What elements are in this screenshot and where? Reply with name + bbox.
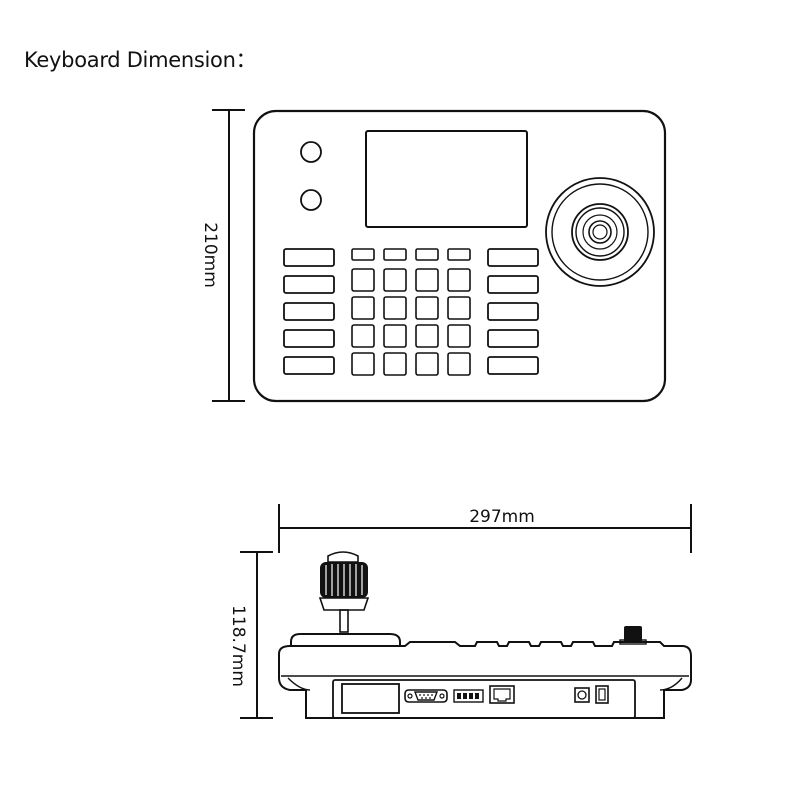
- vga-port-icon: [404, 689, 448, 703]
- dimension-label-210: 210mm: [200, 222, 220, 288]
- dimension-width-side: 297mm: [278, 504, 692, 553]
- dimension-height-side: 118.7mm: [228, 551, 273, 719]
- ethernet-port-icon: [489, 685, 515, 704]
- dc-power-jack-icon: [574, 687, 590, 703]
- rotary-knob-icon: [619, 626, 647, 645]
- knob-circle: [300, 141, 322, 163]
- left-key-column: [283, 248, 335, 375]
- center-keypad: [351, 248, 471, 376]
- joystick-top-icon: [545, 177, 655, 287]
- keyboard-side-body: [278, 641, 692, 719]
- lcd-screen: [365, 130, 528, 228]
- label-plate: [341, 683, 400, 714]
- dimension-label-118-7: 118.7mm: [228, 605, 248, 687]
- power-switch-icon: [595, 685, 609, 704]
- dimension-height-top: 210mm: [200, 109, 245, 402]
- side-view: 297mm 118.7mm: [228, 504, 692, 719]
- right-key-column: [487, 248, 539, 375]
- dimension-label-297: 297mm: [469, 507, 535, 527]
- knob-circle: [300, 189, 322, 211]
- top-view: 210mm: [200, 109, 667, 403]
- joystick-side-icon: [290, 551, 401, 646]
- terminal-block-icon: [453, 689, 484, 703]
- page-title: Keyboard Dimension：: [24, 48, 257, 72]
- keyboard-body-outline: [252, 109, 667, 403]
